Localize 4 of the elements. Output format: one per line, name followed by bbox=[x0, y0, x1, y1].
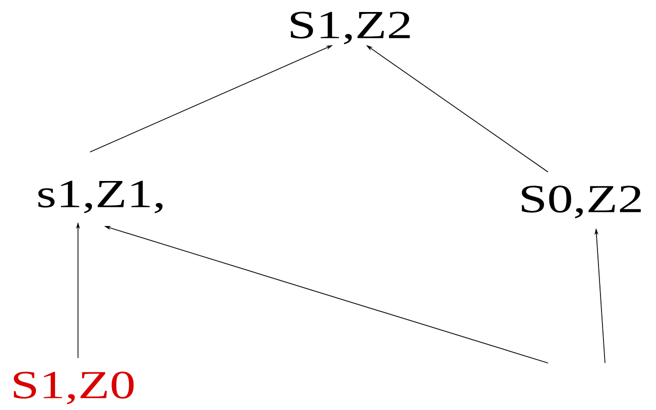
state-label: S1,Z0 bbox=[14, 372, 134, 404]
state-label: s1,Z1, bbox=[38, 180, 162, 214]
state-label: S0,Z2 bbox=[522, 186, 641, 218]
state-label: S1,Z2 bbox=[290, 12, 410, 44]
